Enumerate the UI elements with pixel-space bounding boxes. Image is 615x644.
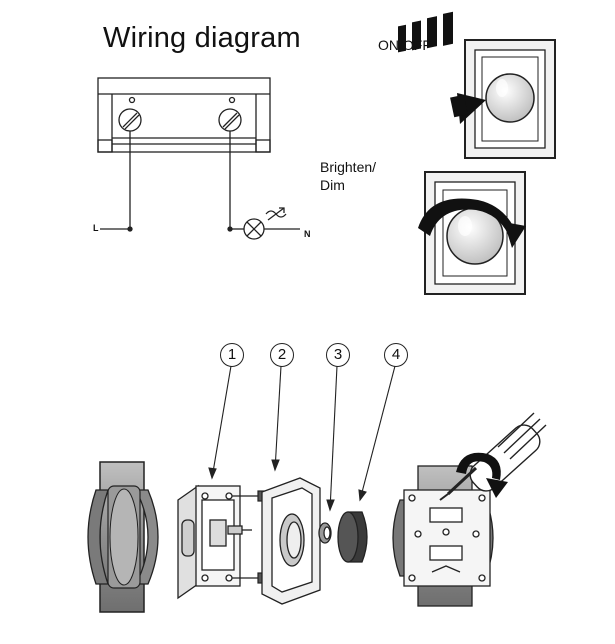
page-title: Wiring diagram [103, 22, 301, 54]
screwdriver-icon [439, 412, 547, 501]
part-number-1: 1 [220, 343, 244, 367]
terminal-block [97, 77, 271, 153]
on-off-label: ON/OFF [378, 37, 431, 53]
terminal-n-label: N [304, 229, 311, 239]
brighten-label: Brighten/ [320, 159, 377, 175]
part-number-3: 3 [326, 343, 350, 367]
wires [100, 131, 300, 232]
terminal-l-label: L [93, 223, 99, 233]
lamp-symbol [243, 218, 265, 240]
wall-box [87, 461, 159, 613]
switch-plate-dim [424, 171, 526, 295]
dimmer-knob-onoff [485, 73, 535, 123]
dimmer-symbol [265, 207, 287, 221]
callout-lines [208, 365, 396, 512]
hex-nut [318, 522, 332, 544]
brighten-dim-label: Brighten/ Dim [320, 158, 400, 194]
frame-plate [261, 477, 321, 605]
part-number-2: 2 [270, 343, 294, 367]
push-arrow-icon [398, 11, 486, 124]
tighten-arrow-icon [456, 452, 508, 498]
dimmer-module [177, 484, 252, 600]
knob-cap [337, 511, 368, 563]
part-number-4: 4 [384, 343, 408, 367]
rotate-arrow-icon [418, 198, 526, 248]
assembled-unit [392, 465, 494, 607]
dim-label: Dim [320, 177, 345, 193]
